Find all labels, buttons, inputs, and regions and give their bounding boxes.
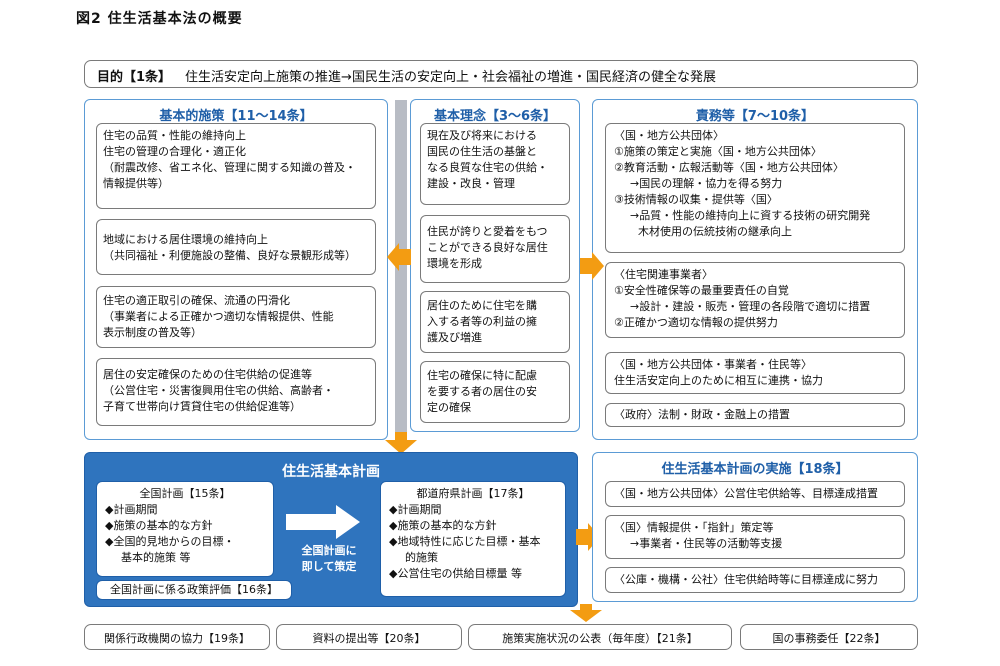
text-line: ◆全国的見地からの目標・ bbox=[105, 535, 235, 548]
text-line: なる良質な住宅の供給・ bbox=[427, 161, 548, 174]
text-line: 子育て世帯向け賃貸住宅の供給促進等） bbox=[103, 400, 301, 413]
basic-plan-title: 住生活基本計画 bbox=[282, 464, 380, 480]
text-line: 〈国・地方公共団体〉 bbox=[614, 129, 724, 142]
text-line: 全国計画に係る政策評価【16条】 bbox=[110, 583, 278, 596]
text-line: 環境を形成 bbox=[427, 257, 482, 270]
text-line: 〈国・地方公共団体・事業者・住民等〉 bbox=[614, 358, 812, 371]
figure-title: 図2 住生活基本法の概要 bbox=[76, 11, 243, 27]
text-line: ◆公営住宅の供給目標量 等 bbox=[389, 567, 522, 580]
text-line: （事業者による正確かつ適切な情報提供、性能 bbox=[103, 310, 334, 323]
text-line: （耐震改修、省エネ化、管理に関する知識の普及・ bbox=[103, 161, 356, 174]
basic-principle-item-2: 住民が誇りと愛着をもつ ことができる良好な居住 環境を形成 bbox=[420, 215, 570, 283]
policy-evaluation-box: 全国計画に係る政策評価【16条】 bbox=[96, 580, 292, 600]
arrow-down-icon bbox=[570, 604, 602, 622]
bottom-item-materials: 資料の提出等【20条】 bbox=[276, 624, 462, 650]
text-line: 全国計画【15条】 bbox=[139, 487, 231, 500]
text-line: ◆計画期間 bbox=[389, 503, 442, 516]
text-line: ことができる良好な居住 bbox=[427, 241, 548, 254]
bottom-item-delegation: 国の事務委任【22条】 bbox=[740, 624, 918, 650]
text-line: ◆地域特性に応じた目標・基本 bbox=[389, 535, 541, 548]
text-line: →国民の理解・協力を得る努力 bbox=[630, 177, 783, 190]
text-line: 定の確保 bbox=[427, 401, 471, 414]
grey-connector-vertical bbox=[395, 100, 407, 440]
basic-principles-title: 基本理念【3〜6条】 bbox=[433, 109, 557, 124]
arrow-right-icon bbox=[580, 252, 604, 280]
duties-box-3: 〈国・地方公共団体・事業者・住民等〉 住生活安定向上のために相互に連携・協力 bbox=[605, 352, 905, 394]
implementation-item-2: 〈国〉情報提供・「指針」策定等 →事業者・住民等の活動等支援 bbox=[605, 515, 905, 559]
text-line: ◆計画期間 bbox=[105, 503, 158, 516]
arrow-right-white-icon bbox=[286, 505, 360, 539]
purpose-label: 目的【1条】 bbox=[97, 70, 172, 85]
text-line: （公営住宅・災害復興用住宅の供給、高齢者・ bbox=[103, 384, 334, 397]
basic-policy-item-3: 住宅の適正取引の確保、流通の円滑化 （事業者による正確かつ適切な情報提供、性能 … bbox=[96, 286, 376, 348]
text-line: 入する者等の利益の擁 bbox=[427, 315, 537, 328]
text-line: 国の事務委任【22条】 bbox=[772, 632, 886, 645]
text-line: →品質・性能の維持向上に資する技術の研究開発 bbox=[630, 209, 871, 222]
text-line: 都道府県計画【17条】 bbox=[416, 487, 530, 500]
basic-policy-title: 基本的施策【11〜14条】 bbox=[159, 109, 313, 124]
text-line: ◆施策の基本的な方針 bbox=[105, 519, 213, 532]
text-line: 施策実施状況の公表（毎年度）【21条】 bbox=[502, 632, 698, 645]
basic-principle-item-4: 住宅の確保に特に配慮 を要する者の居住の安 定の確保 bbox=[420, 361, 570, 423]
text-line: 即して策定 bbox=[301, 560, 357, 573]
text-line: →事業者・住民等の活動等支援 bbox=[630, 537, 783, 550]
text-line: 〈政府〉法制・財政・金融上の措置 bbox=[614, 408, 790, 421]
text-line: 住宅の管理の合理化・適正化 bbox=[103, 145, 246, 158]
text-line: ①安全性確保等の最重要責任の自覚 bbox=[614, 284, 789, 297]
text-line: 国民の住生活の基盤と bbox=[427, 145, 537, 158]
text-line: 住民が誇りと愛着をもつ bbox=[427, 225, 548, 238]
basic-principle-item-3: 居住のために住宅を購 入する者等の利益の擁 護及び増進 bbox=[420, 291, 570, 353]
implementation-title: 住生活基本計画の実施【18条】 bbox=[661, 462, 849, 477]
text-line: →設計・建設・販売・管理の各段階で適切に措置 bbox=[630, 300, 871, 313]
text-line: 全国計画に bbox=[301, 544, 357, 557]
purpose-box: 目的【1条】住生活安定向上施策の推進→国民生活の安定向上・社会福祉の増進・国民経… bbox=[84, 60, 918, 88]
text-line: 関係行政機関の協力【19条】 bbox=[104, 632, 250, 645]
text-line: 〈公庫・機構・公社〉住宅供給時等に目標達成に努力 bbox=[614, 573, 878, 586]
text-line: ②正確かつ適切な情報の提供努力 bbox=[614, 316, 778, 329]
text-line: 情報提供等） bbox=[103, 177, 169, 190]
text-line: 護及び増進 bbox=[427, 331, 482, 344]
text-line: 表示制度の普及等） bbox=[103, 326, 202, 339]
text-line: ①施策の策定と実施〈国・地方公共団体〉 bbox=[614, 145, 822, 158]
text-line: を要する者の居住の安 bbox=[427, 385, 537, 398]
text-line: 住生活安定向上のために相互に連携・協力 bbox=[614, 374, 823, 387]
text-line: 資料の提出等【20条】 bbox=[312, 632, 426, 645]
text-line: 居住のために住宅を購 bbox=[427, 299, 537, 312]
basic-policy-item-2: 地域における居住環境の維持向上 （共同福祉・利便施設の整備、良好な景観形成等） bbox=[96, 219, 376, 275]
purpose-text: 住生活安定向上施策の推進→国民生活の安定向上・社会福祉の増進・国民経済の健全な発… bbox=[185, 70, 716, 85]
basic-principle-item-1: 現在及び将来における 国民の住生活の基盤と なる良質な住宅の供給・ 建設・改良・… bbox=[420, 123, 570, 205]
basic-policy-item-4: 居住の安定確保のための住宅供給の促進等 （公営住宅・災害復興用住宅の供給、高齢者… bbox=[96, 358, 376, 426]
bottom-item-cooperation: 関係行政機関の協力【19条】 bbox=[84, 624, 270, 650]
duties-box-2: 〈住宅関連事業者〉 ①安全性確保等の最重要責任の自覚 →設計・建設・販売・管理の… bbox=[605, 262, 905, 338]
basic-policy-item-1: 住宅の品質・性能の維持向上 住宅の管理の合理化・適正化 （耐震改修、省エネ化、管… bbox=[96, 123, 376, 209]
prefectural-plan-box: 都道府県計画【17条】 ◆計画期間 ◆施策の基本的な方針 ◆地域特性に応じた目標… bbox=[380, 481, 566, 597]
arrow-down-icon bbox=[385, 432, 417, 454]
text-line: ◆施策の基本的な方針 bbox=[389, 519, 497, 532]
text-line: 建設・改良・管理 bbox=[427, 177, 515, 190]
text-line: 〈国〉情報提供・「指針」策定等 bbox=[614, 521, 774, 534]
duties-title: 責務等【7〜10条】 bbox=[695, 109, 815, 124]
national-plan-box: 全国計画【15条】 ◆計画期間 ◆施策の基本的な方針 ◆全国的見地からの目標・ … bbox=[96, 481, 274, 577]
arrow-left-icon bbox=[387, 243, 411, 271]
text-line: 住宅の品質・性能の維持向上 bbox=[103, 129, 246, 142]
text-line: 基本的施策 等 bbox=[121, 551, 191, 564]
implementation-item-1: 〈国・地方公共団体〉公営住宅供給等、目標達成措置 bbox=[605, 481, 905, 507]
text-line: 住宅の確保に特に配慮 bbox=[427, 369, 537, 382]
text-line: （共同福祉・利便施設の整備、良好な景観形成等） bbox=[103, 249, 356, 262]
duties-box-1: 〈国・地方公共団体〉 ①施策の策定と実施〈国・地方公共団体〉 ②教育活動・広報活… bbox=[605, 123, 905, 253]
text-line: 〈住宅関連事業者〉 bbox=[614, 268, 713, 281]
text-line: 住宅の適正取引の確保、流通の円滑化 bbox=[103, 294, 290, 307]
text-line: ②教育活動・広報活動等〈国・地方公共団体〉 bbox=[614, 161, 844, 174]
text-line: 地域における居住環境の維持向上 bbox=[103, 233, 268, 246]
arrow-label: 全国計画に 即して策定 bbox=[284, 543, 374, 575]
text-line: 居住の安定確保のための住宅供給の促進等 bbox=[103, 368, 312, 381]
text-line: 現在及び将来における bbox=[427, 129, 537, 142]
text-line: 木材使用の伝統技術の継承向上 bbox=[638, 225, 792, 238]
bottom-item-publication: 施策実施状況の公表（毎年度）【21条】 bbox=[468, 624, 732, 650]
duties-box-4: 〈政府〉法制・財政・金融上の措置 bbox=[605, 403, 905, 427]
implementation-item-3: 〈公庫・機構・公社〉住宅供給時等に目標達成に努力 bbox=[605, 567, 905, 593]
text-line: 〈国・地方公共団体〉公営住宅供給等、目標達成措置 bbox=[614, 487, 878, 500]
text-line: ③技術情報の収集・提供等〈国〉 bbox=[614, 193, 778, 206]
text-line: 的施策 bbox=[405, 551, 438, 564]
